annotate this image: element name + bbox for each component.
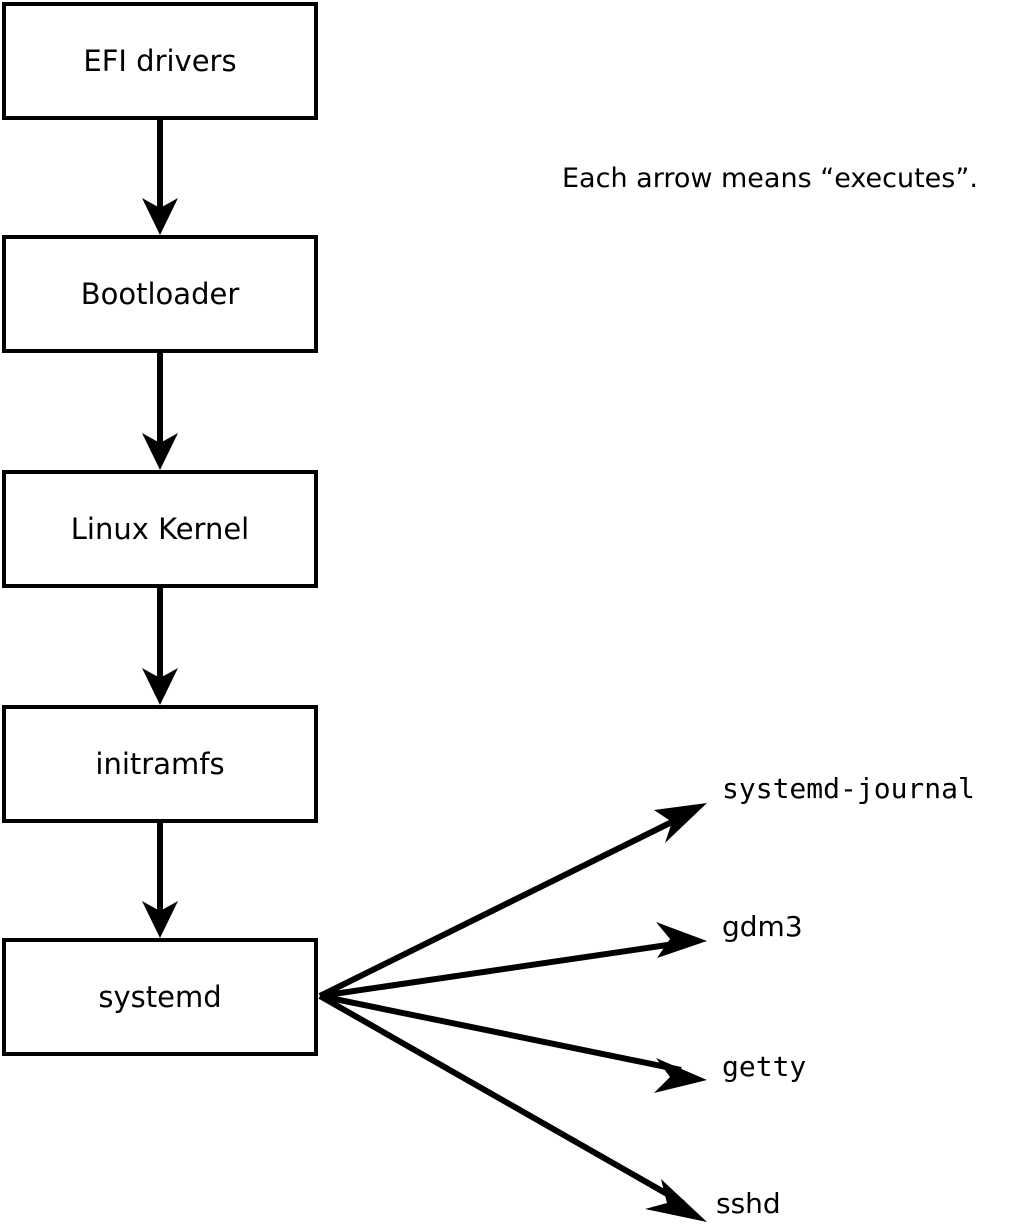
chain-arrow-efi-to-bootloader [142,120,178,235]
node-linux-kernel[interactable]: Linux Kernel [2,470,318,588]
leaf-label-getty: getty [722,1050,807,1083]
leaf-label-gdm3: gdm3 [722,910,803,943]
node-bootloader-label: Bootloader [80,276,240,311]
node-efi-drivers-label: EFI drivers [83,43,237,78]
chain-arrow-kernel-to-initramfs [142,588,178,705]
node-systemd[interactable]: systemd [2,938,318,1056]
leaf-label-systemd-journal: systemd-journal [722,772,975,805]
fan-arrow-systemd-journal [318,803,707,999]
chain-arrow-initramfs-to-systemd [142,823,178,938]
fan-arrow-getty [319,993,707,1093]
leaf-label-sshd: sshd [716,1187,781,1220]
node-initramfs[interactable]: initramfs [2,705,318,823]
node-linux-kernel-label: Linux Kernel [70,511,250,546]
node-efi-drivers[interactable]: EFI drivers [2,2,318,120]
node-bootloader[interactable]: Bootloader [2,235,318,353]
chain-arrow-bootloader-to-kernel [142,353,178,470]
legend-note: Each arrow means “executes”. [562,163,978,194]
node-systemd-label: systemd [98,979,222,1014]
node-initramfs-label: initramfs [95,746,225,781]
fan-arrow-sshd [318,993,707,1222]
fan-arrow-gdm3 [319,922,707,999]
